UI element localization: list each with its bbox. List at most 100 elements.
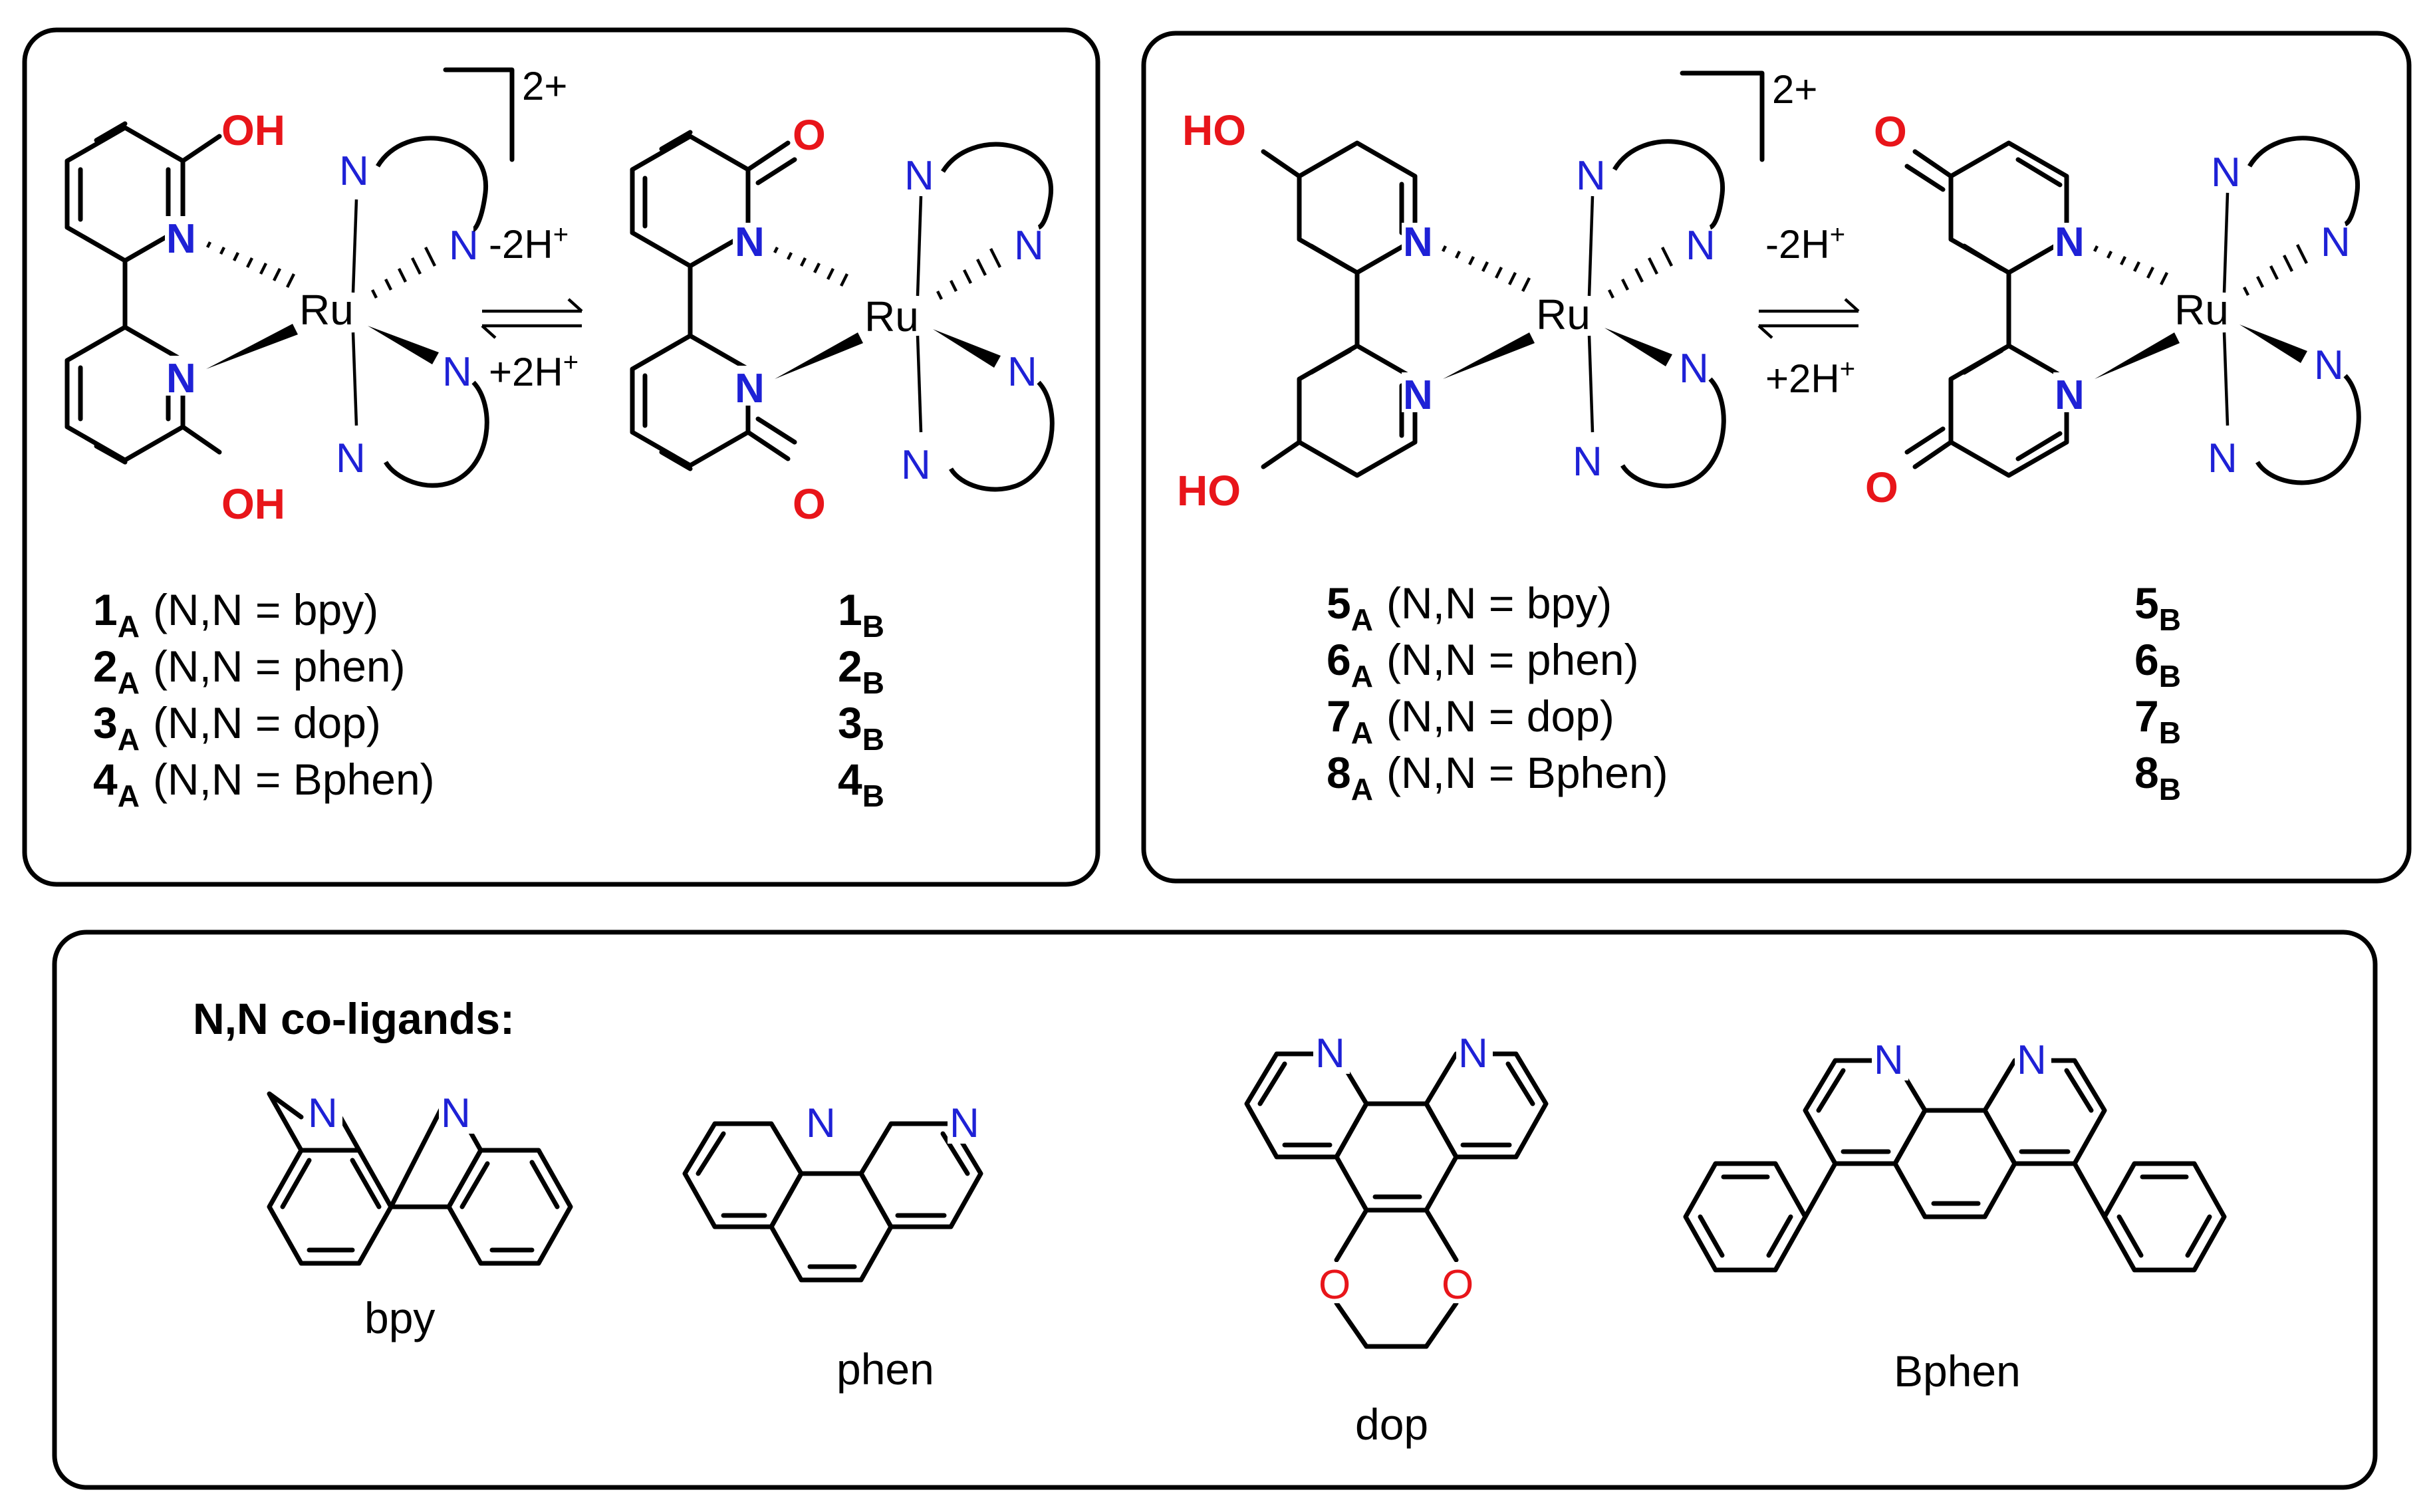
coligands-heading: N,N co-ligands: (193, 994, 515, 1043)
phen-n-right: N (950, 1100, 979, 1146)
n-ligand-4: N (336, 436, 366, 481)
phen-structure (682, 1121, 983, 1283)
n-ligand-5-3: N (1679, 346, 1709, 392)
n-ligand-b-4: N (901, 442, 931, 488)
chelate-arc-b (949, 380, 1055, 492)
ho-label-lower: HO (1177, 467, 1241, 515)
compound-label-1B: 1B (838, 585, 884, 644)
o-label-upper: O (793, 111, 826, 159)
hashed-bond-b (773, 246, 849, 287)
compound-label-3A: 3A(N,N = dop) (93, 698, 381, 757)
equilibrium-arrows (481, 298, 583, 339)
bphen-structure (1683, 1058, 2227, 1273)
bphen-name: Bphen (1894, 1346, 2021, 1396)
n-atom-lower-5b: N (2055, 372, 2085, 418)
n-ligand-b-2: N (1014, 223, 1044, 269)
compound-list-right: 5A(N,N = bpy) 6A(N,N = phen) 7A(N,N = do… (1327, 578, 2181, 807)
compound-label-2A: 2A(N,N = phen) (93, 642, 406, 700)
oh-label-lower: OH (221, 480, 285, 528)
compound-label-7A: 7A(N,N = dop) (1327, 692, 1614, 750)
bpy-n-right: N (441, 1090, 471, 1136)
n-ligand-1: N (339, 148, 369, 194)
bpy-name: bpy (364, 1293, 435, 1342)
compound-label-5B: 5B (2134, 578, 2181, 637)
compound-list-left: 1A(N,N = bpy) 2A(N,N = phen) 3A(N,N = do… (93, 585, 884, 813)
dop-o-right: O (1442, 1262, 1473, 1308)
chelate-arc-b (941, 142, 1053, 230)
proton-gain-label-right: +2H+ (1765, 354, 1855, 401)
charge-label: 2+ (522, 64, 567, 108)
o-label-lower-5b: O (1865, 463, 1898, 511)
chelate-arc (376, 136, 488, 232)
hashed-bond (205, 241, 296, 289)
ru-atom-b: Ru (864, 293, 919, 340)
wedge-bond-5b-right (2239, 324, 2307, 363)
oh-label-upper: OH (221, 106, 285, 154)
compound-label-1A: 1A(N,N = bpy) (93, 585, 378, 644)
compound-label-4A: 4A(N,N = Bphen) (93, 755, 435, 813)
bphen-n-left: N (1874, 1037, 1904, 1083)
phen-name: phen (836, 1344, 934, 1394)
n-ligand-b-1: N (904, 153, 934, 199)
n-atom-upper-5: N (1403, 219, 1433, 265)
ru-atom-5b: Ru (2174, 286, 2229, 334)
ru-atom: Ru (299, 286, 354, 334)
ru-atom-5: Ru (1536, 291, 1591, 338)
wedge-bond-5-right (1604, 328, 1672, 366)
n-atom-lower-5: N (1403, 372, 1433, 418)
compound-label-8A: 8A(N,N = Bphen) (1327, 748, 1668, 807)
n-ligand-3: N (442, 349, 472, 395)
n-atom-lower: N (166, 356, 196, 402)
n-ligand-5b-4: N (2208, 436, 2238, 481)
complex-1B-structure (630, 130, 797, 471)
compound-label-7B: 7B (2134, 692, 2181, 750)
proton-loss-label: -2H+ (489, 220, 569, 267)
bpy-n-left: N (308, 1090, 338, 1136)
proton-loss-label-right: -2H+ (1765, 220, 1845, 267)
hashed-bond-5-right (1607, 246, 1674, 299)
dop-n-left: N (1315, 1031, 1345, 1076)
compound-label-6B: 6B (2134, 635, 2181, 693)
o-label-upper-5b: O (1874, 108, 1907, 156)
bphen-n-right: N (2017, 1037, 2047, 1083)
o-label-lower: O (793, 480, 826, 528)
wedge-bond-b-right (933, 329, 1001, 368)
compound-label-2B: 2B (838, 642, 884, 700)
charge-label-right: 2+ (1772, 67, 1817, 112)
n-atom-upper: N (166, 216, 196, 262)
bpy-structure (267, 1091, 573, 1266)
phen-n-left: N (806, 1100, 836, 1146)
complex-5A-structure (1261, 140, 1418, 478)
equilibrium-arrows-right (1757, 298, 1860, 339)
complex-1A-structure (64, 121, 222, 465)
n-ligand-5-4: N (1573, 439, 1602, 485)
hashed-bond-5b-right (2242, 243, 2309, 297)
ho-label-upper: HO (1182, 106, 1246, 154)
n-atom-lower-b: N (735, 366, 765, 412)
compound-label-4B: 4B (838, 755, 884, 813)
n-ligand-b-3: N (1007, 349, 1037, 395)
n-atom-upper-b: N (735, 219, 765, 265)
charge-bracket (443, 67, 515, 162)
wedge-bond-5 (1443, 332, 1535, 379)
compound-label-3B: 3B (838, 698, 884, 757)
dop-structure (1244, 1051, 1549, 1349)
dop-name: dop (1355, 1400, 1428, 1449)
wedge-bond-right (368, 326, 439, 364)
n-ligand-5b-3: N (2314, 342, 2344, 388)
proton-gain-label: +2H+ (489, 348, 578, 394)
coligand-panel-frame (52, 930, 2378, 1490)
n-atom-upper-5b: N (2055, 219, 2085, 265)
charge-bracket-right (1680, 70, 1765, 162)
chelate-arc-5b (2255, 374, 2361, 485)
dop-n-right: N (1458, 1031, 1488, 1076)
panel-right-frame (1141, 31, 2412, 884)
n-ligand-5-1: N (1576, 153, 1606, 199)
hashed-bond-right (370, 246, 437, 299)
n-ligand-5b-2: N (2321, 219, 2351, 265)
n-ligand-5b-1: N (2211, 150, 2241, 195)
n-ligand-5-2: N (1686, 223, 1716, 269)
chelate-arc (384, 380, 489, 488)
dop-o-left: O (1319, 1262, 1350, 1308)
panel-left-frame (22, 27, 1100, 887)
